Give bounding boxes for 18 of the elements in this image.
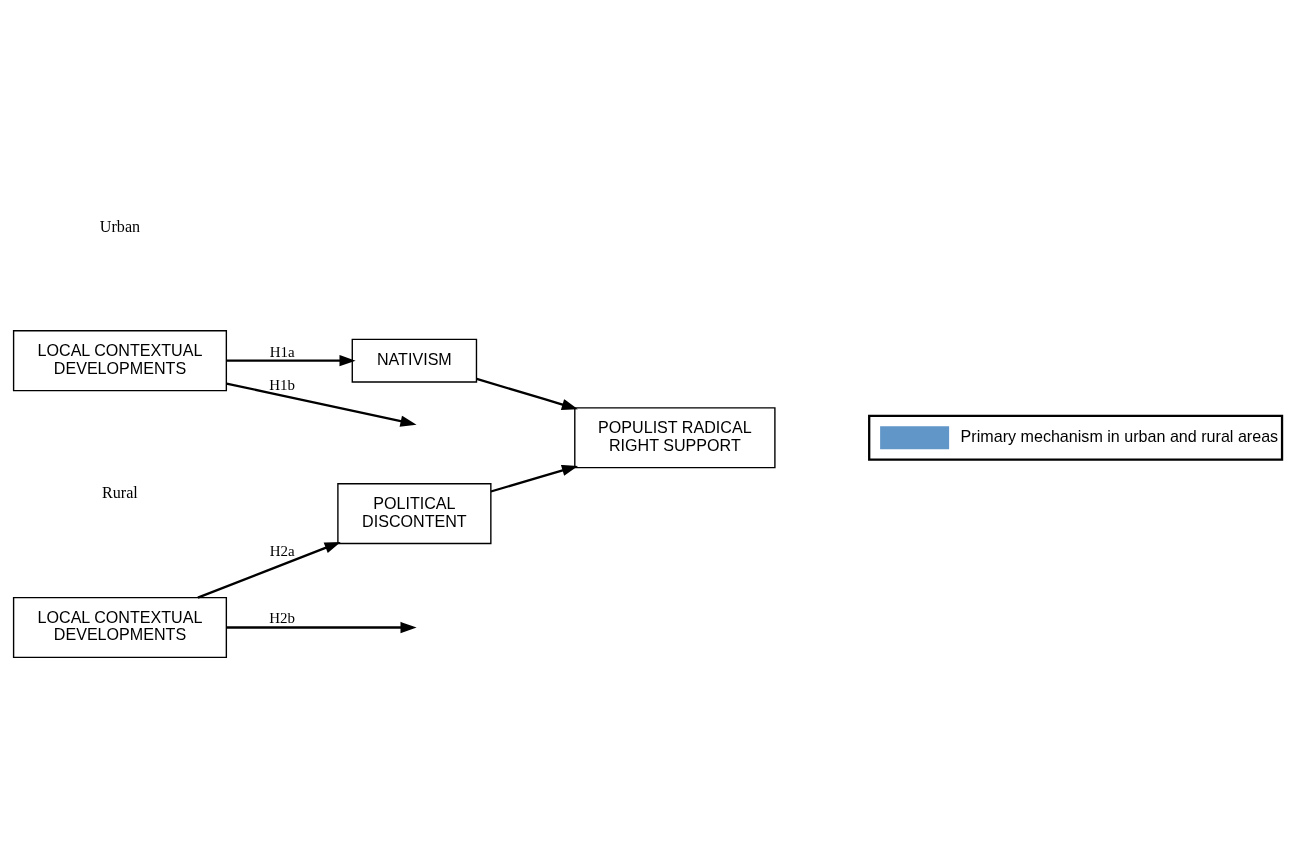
- arrow: [226, 382, 417, 427]
- node-box: POPULIST RADICAL RIGHT SUPPORT: [574, 407, 776, 469]
- edge-label: H2b: [269, 610, 295, 627]
- label: Urban: [99, 217, 141, 235]
- edge-label: H1a: [269, 343, 295, 360]
- node-box: NATIVISM: [351, 338, 478, 383]
- arrow: [226, 355, 356, 367]
- arrow: [226, 621, 417, 634]
- edge-label: H1b: [269, 376, 295, 393]
- edge-label: H2a: [269, 542, 295, 559]
- node-box: POLITICAL DISCONTENT: [337, 483, 492, 545]
- node-box: LOCAL CONTEXTUAL DEVELOPMENTS: [12, 596, 228, 659]
- node-box: LOCAL CONTEXTUAL DEVELOPMENTS: [12, 330, 228, 392]
- legend-label: Primary mechanism in urban and rural areas: [960, 427, 1279, 446]
- arrow: [490, 465, 578, 493]
- label: Rural: [102, 484, 138, 502]
- arrow: [476, 377, 578, 410]
- arrow: [197, 541, 341, 599]
